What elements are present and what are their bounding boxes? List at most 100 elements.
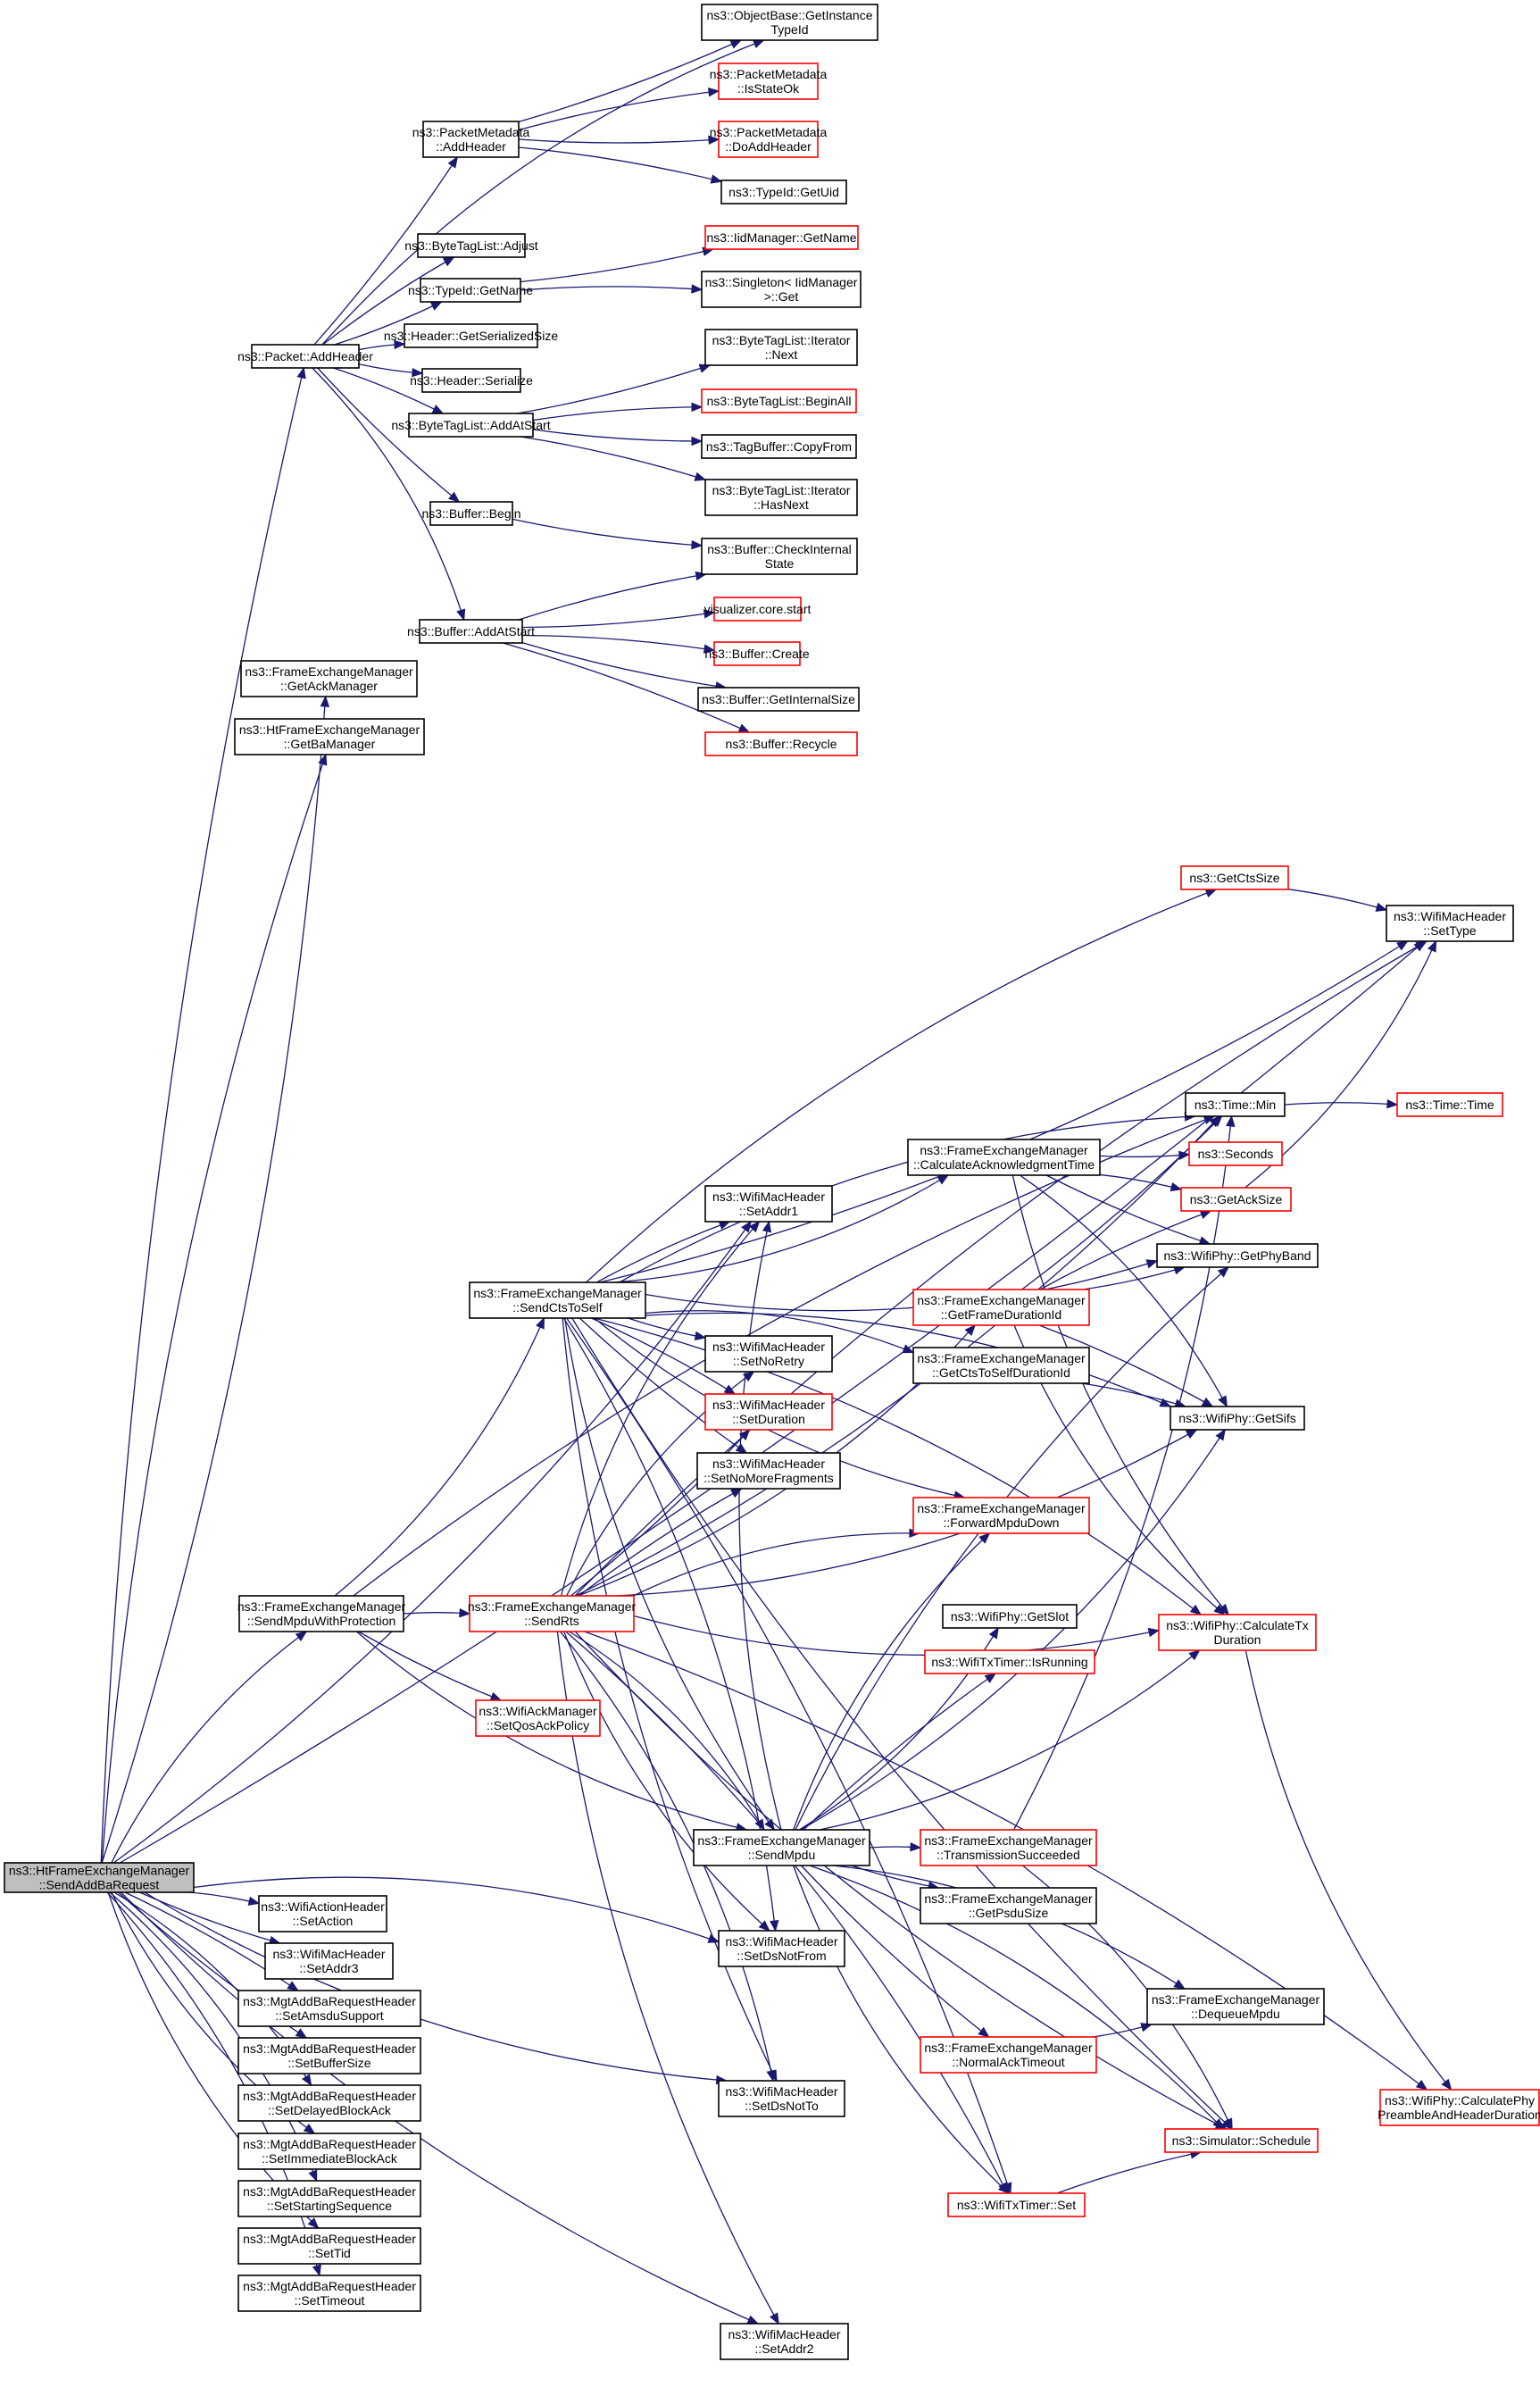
node-fem-normalacktimeout[interactable]: ns3::FrameExchangeManager::NormalAckTime… xyxy=(920,2036,1097,2074)
arrowhead-icon xyxy=(769,2312,779,2325)
node-wifimacheader-setnoretry[interactable]: ns3::WifiMacHeader::SetNoRetry xyxy=(704,1335,833,1373)
node-tagbuffer-copyfrom[interactable]: ns3::TagBuffer::CopyFrom xyxy=(701,434,857,459)
edge-fem-sendmpdu-to-wifitxtimer-set xyxy=(793,1865,1010,2194)
edge-fem-sendrts-to-wifiphy-calculatetxduration xyxy=(633,1615,1160,1656)
node-label: ::SetAddr3 xyxy=(299,1961,358,1975)
node-label: ns3::MgtAddBaRequestHeader xyxy=(243,1994,416,2008)
node-htfem-getbamanager[interactable]: ns3::HtFrameExchangeManager::GetBaManage… xyxy=(234,718,425,755)
node-bytetaglist-iterator-next[interactable]: ns3::ByteTagList::Iterator::Next xyxy=(704,329,858,366)
node-label: ::TransmissionSucceeded xyxy=(936,1848,1080,1862)
node-wifiphy-calculatephypreambleandheaderduration[interactable]: ns3::WifiPhy::CalculatePhyPreambleAndHea… xyxy=(1378,2089,1540,2126)
node-fem-sendrts[interactable]: ns3::FrameExchangeManager::SendRts xyxy=(468,1595,637,1632)
node-typeid-getname[interactable]: ns3::TypeId::GetName xyxy=(408,278,533,303)
node-fem-calculateacknowledgmenttime[interactable]: ns3::FrameExchangeManager::CalculateAckn… xyxy=(907,1139,1101,1176)
node-buffer-addatstart[interactable]: ns3::Buffer::AddAtStart xyxy=(407,619,535,644)
node-mgtaddba-setbuffersize[interactable]: ns3::MgtAddBaRequestHeader::SetBufferSiz… xyxy=(237,2037,421,2074)
edge-getctssize-to-wifimacheader-settype xyxy=(1287,889,1387,911)
node-mgtaddba-setimmediateblockack[interactable]: ns3::MgtAddBaRequestHeader::SetImmediate… xyxy=(237,2133,421,2170)
node-bytetaglist-iterator-hasnext[interactable]: ns3::ByteTagList::Iterator::HasNext xyxy=(704,479,858,516)
node-wifiackmanager-setqosackpolicy[interactable]: ns3::WifiAckManager::SetQosAckPolicy xyxy=(475,1699,601,1737)
node-label: ::SendCtsToSelf xyxy=(512,1300,602,1315)
node-mgtaddba-setstartingsequence[interactable]: ns3::MgtAddBaRequestHeader::SetStartingS… xyxy=(237,2180,421,2217)
node-wifimacheader-settype[interactable]: ns3::WifiMacHeader::SetType xyxy=(1386,905,1514,942)
arrowhead-icon xyxy=(456,608,466,622)
node-label: ns3::WifiMacHeader xyxy=(728,2327,840,2341)
node-label: Duration xyxy=(1214,1632,1261,1647)
node-wifimacheader-setdsnotfrom[interactable]: ns3::WifiMacHeader::SetDsNotFrom xyxy=(718,1930,845,1967)
node-box xyxy=(234,718,425,755)
node-buffer-create[interactable]: ns3::Buffer::Create xyxy=(704,641,810,666)
node-box xyxy=(701,271,862,308)
node-fem-getctstoselfdurationid[interactable]: ns3::FrameExchangeManager::GetCtsToSelfD… xyxy=(912,1347,1090,1384)
node-typeid-getuid[interactable]: ns3::TypeId::GetUid xyxy=(720,179,847,205)
node-wifitxtimer-isrunning[interactable]: ns3::WifiTxTimer::IsRunning xyxy=(924,1649,1095,1674)
node-time-min[interactable]: ns3::Time::Min xyxy=(1185,1092,1286,1117)
node-bytetaglist-adjust[interactable]: ns3::ByteTagList::Adjust xyxy=(404,233,538,258)
node-label: ns3::HtFrameExchangeManager xyxy=(239,722,420,737)
node-wifimacheader-setaddr1[interactable]: ns3::WifiMacHeader::SetAddr1 xyxy=(704,1185,833,1223)
edge-bytetaglist-addatstart-to-bytetaglist-beginall xyxy=(532,406,703,422)
node-wifiphy-getphyband[interactable]: ns3::WifiPhy::GetPhyBand xyxy=(1156,1243,1319,1268)
node-wifitxtimer-set[interactable]: ns3::WifiTxTimer::Set xyxy=(947,2192,1086,2217)
node-fem-getframedurationid[interactable]: ns3::FrameExchangeManager::GetFrameDurat… xyxy=(912,1289,1090,1326)
node-fem-sendmpduwithprotection[interactable]: ns3::FrameExchangeManager::SendMpduWithP… xyxy=(237,1595,406,1632)
node-label: ns3::WifiPhy::CalculatePhy xyxy=(1385,2093,1535,2108)
node-time-time[interactable]: ns3::Time::Time xyxy=(1396,1092,1503,1117)
node-fem-dequeuempdu[interactable]: ns3::FrameExchangeManager::DequeueMpdu xyxy=(1146,1988,1325,2025)
arrowhead-icon xyxy=(1201,1397,1214,1407)
node-mgtaddba-settid[interactable]: ns3::MgtAddBaRequestHeader::SetTid xyxy=(237,2227,421,2265)
node-fem-sendctstoself[interactable]: ns3::FrameExchangeManager::SendCtsToSelf xyxy=(469,1281,646,1319)
node-wifiphy-getsifs[interactable]: ns3::WifiPhy::GetSifs xyxy=(1170,1406,1305,1431)
node-label: ::IsStateOk xyxy=(737,81,800,96)
node-header-getserializedsize[interactable]: ns3::Header::GetSerializedSize xyxy=(384,323,559,348)
node-buffer-getinternalsize[interactable]: ns3::Buffer::GetInternalSize xyxy=(697,687,860,712)
edge-fem-sendrts-to-wifimacheader-settype xyxy=(574,940,1428,1597)
node-box xyxy=(942,1604,1078,1629)
node-wifimacheader-setduration[interactable]: ns3::WifiMacHeader::SetDuration xyxy=(704,1393,833,1431)
node-wifiphy-getslot[interactable]: ns3::WifiPhy::GetSlot xyxy=(942,1604,1078,1629)
node-label: ns3::Seconds xyxy=(1198,1147,1274,1161)
edge-fem-getframedurationid-to-wifiphy-getphyband xyxy=(1082,1266,1185,1290)
node-getctssize[interactable]: ns3::GetCtsSize xyxy=(1180,865,1289,890)
node-mgtaddba-settimeout[interactable]: ns3::MgtAddBaRequestHeader::SetTimeout xyxy=(237,2275,421,2312)
edge-packet-add-header-to-buffer-addatstart xyxy=(312,367,465,621)
node-bytetaglist-beginall[interactable]: ns3::ByteTagList::BeginAll xyxy=(701,388,857,413)
node-fem-getpsdusize[interactable]: ns3::FrameExchangeManager::GetPsduSize xyxy=(920,1887,1097,1924)
node-visualizer-core-start[interactable]: visualizer.core.start xyxy=(704,597,812,622)
node-fem-forwardmpdudown[interactable]: ns3::FrameExchangeManager::ForwardMpduDo… xyxy=(912,1497,1090,1534)
edge-packetmetadata-addheader-to-objectbase-getinstancetypeid xyxy=(518,39,742,122)
node-wifimacheader-setnomorefragments[interactable]: ns3::WifiMacHeader::SetNoMoreFragments xyxy=(696,1452,841,1490)
node-getacksize[interactable]: ns3::GetAckSize xyxy=(1180,1187,1292,1212)
arrowhead-icon xyxy=(964,1324,977,1337)
node-simulator-schedule[interactable]: ns3::Simulator::Schedule xyxy=(1164,2128,1319,2153)
node-wifiactionheader-setaction[interactable]: ns3::WifiActionHeader::SetAction xyxy=(258,1895,387,1932)
node-box xyxy=(704,1393,833,1431)
node-mgtaddba-setdelayedblockack[interactable]: ns3::MgtAddBaRequestHeader::SetDelayedBl… xyxy=(237,2084,421,2122)
node-seconds[interactable]: ns3::Seconds xyxy=(1188,1141,1283,1166)
node-buffer-recycle[interactable]: ns3::Buffer::Recycle xyxy=(704,731,858,756)
node-wifimacheader-setaddr3[interactable]: ns3::WifiMacHeader::SetAddr3 xyxy=(264,1942,394,1980)
arrowhead-icon xyxy=(1223,2117,1233,2131)
node-packetmetadata-isstateok[interactable]: ns3::PacketMetadata::IsStateOk xyxy=(710,63,828,100)
node-wifimacheader-setdsnotto[interactable]: ns3::WifiMacHeader::SetDsNotTo xyxy=(718,2080,845,2117)
node-label: ::SetNoMoreFragments xyxy=(703,1471,834,1485)
node-packetmetadata-addheader[interactable]: ns3::PacketMetadata::AddHeader xyxy=(412,121,530,158)
node-label: ns3::WifiPhy::GetSifs xyxy=(1178,1411,1295,1425)
node-fem-getackmanager[interactable]: ns3::FrameExchangeManager::GetAckManager xyxy=(240,660,418,697)
node-mgtaddba-setamsdusupport[interactable]: ns3::MgtAddBaRequestHeader::SetAmsduSupp… xyxy=(237,1990,421,2027)
node-fem-transmissionsucceeded[interactable]: ns3::FrameExchangeManager::TransmissionS… xyxy=(920,1829,1097,1866)
node-singleton-iidmanager-get[interactable]: ns3::Singleton< IidManager>::Get xyxy=(701,271,862,308)
node-buffer-begin[interactable]: ns3::Buffer::Begin xyxy=(421,501,521,526)
node-label: PreambleAndHeaderDuration xyxy=(1378,2108,1540,2122)
node-wifimacheader-setaddr2[interactable]: ns3::WifiMacHeader::SetAddr2 xyxy=(720,2323,849,2360)
edge-wifiphy-calculatetxduration-to-wifiphy-calculatephypreambleandheaderduration xyxy=(1244,1649,1453,2091)
node-bytetaglist-addatstart[interactable]: ns3::ByteTagList::AddAtStart xyxy=(391,413,551,438)
node-packetmetadata-doaddheader[interactable]: ns3::PacketMetadata::DoAddHeader xyxy=(710,121,828,158)
node-fem-sendmpdu[interactable]: ns3::FrameExchangeManager::SendMpdu xyxy=(693,1829,870,1866)
node-iidmanager-getname[interactable]: ns3::IidManager::GetName xyxy=(704,225,859,250)
node-packet-add-header[interactable]: ns3::Packet::AddHeader xyxy=(237,344,373,369)
node-header-serialize[interactable]: ns3::Header::Serialize xyxy=(410,368,533,393)
